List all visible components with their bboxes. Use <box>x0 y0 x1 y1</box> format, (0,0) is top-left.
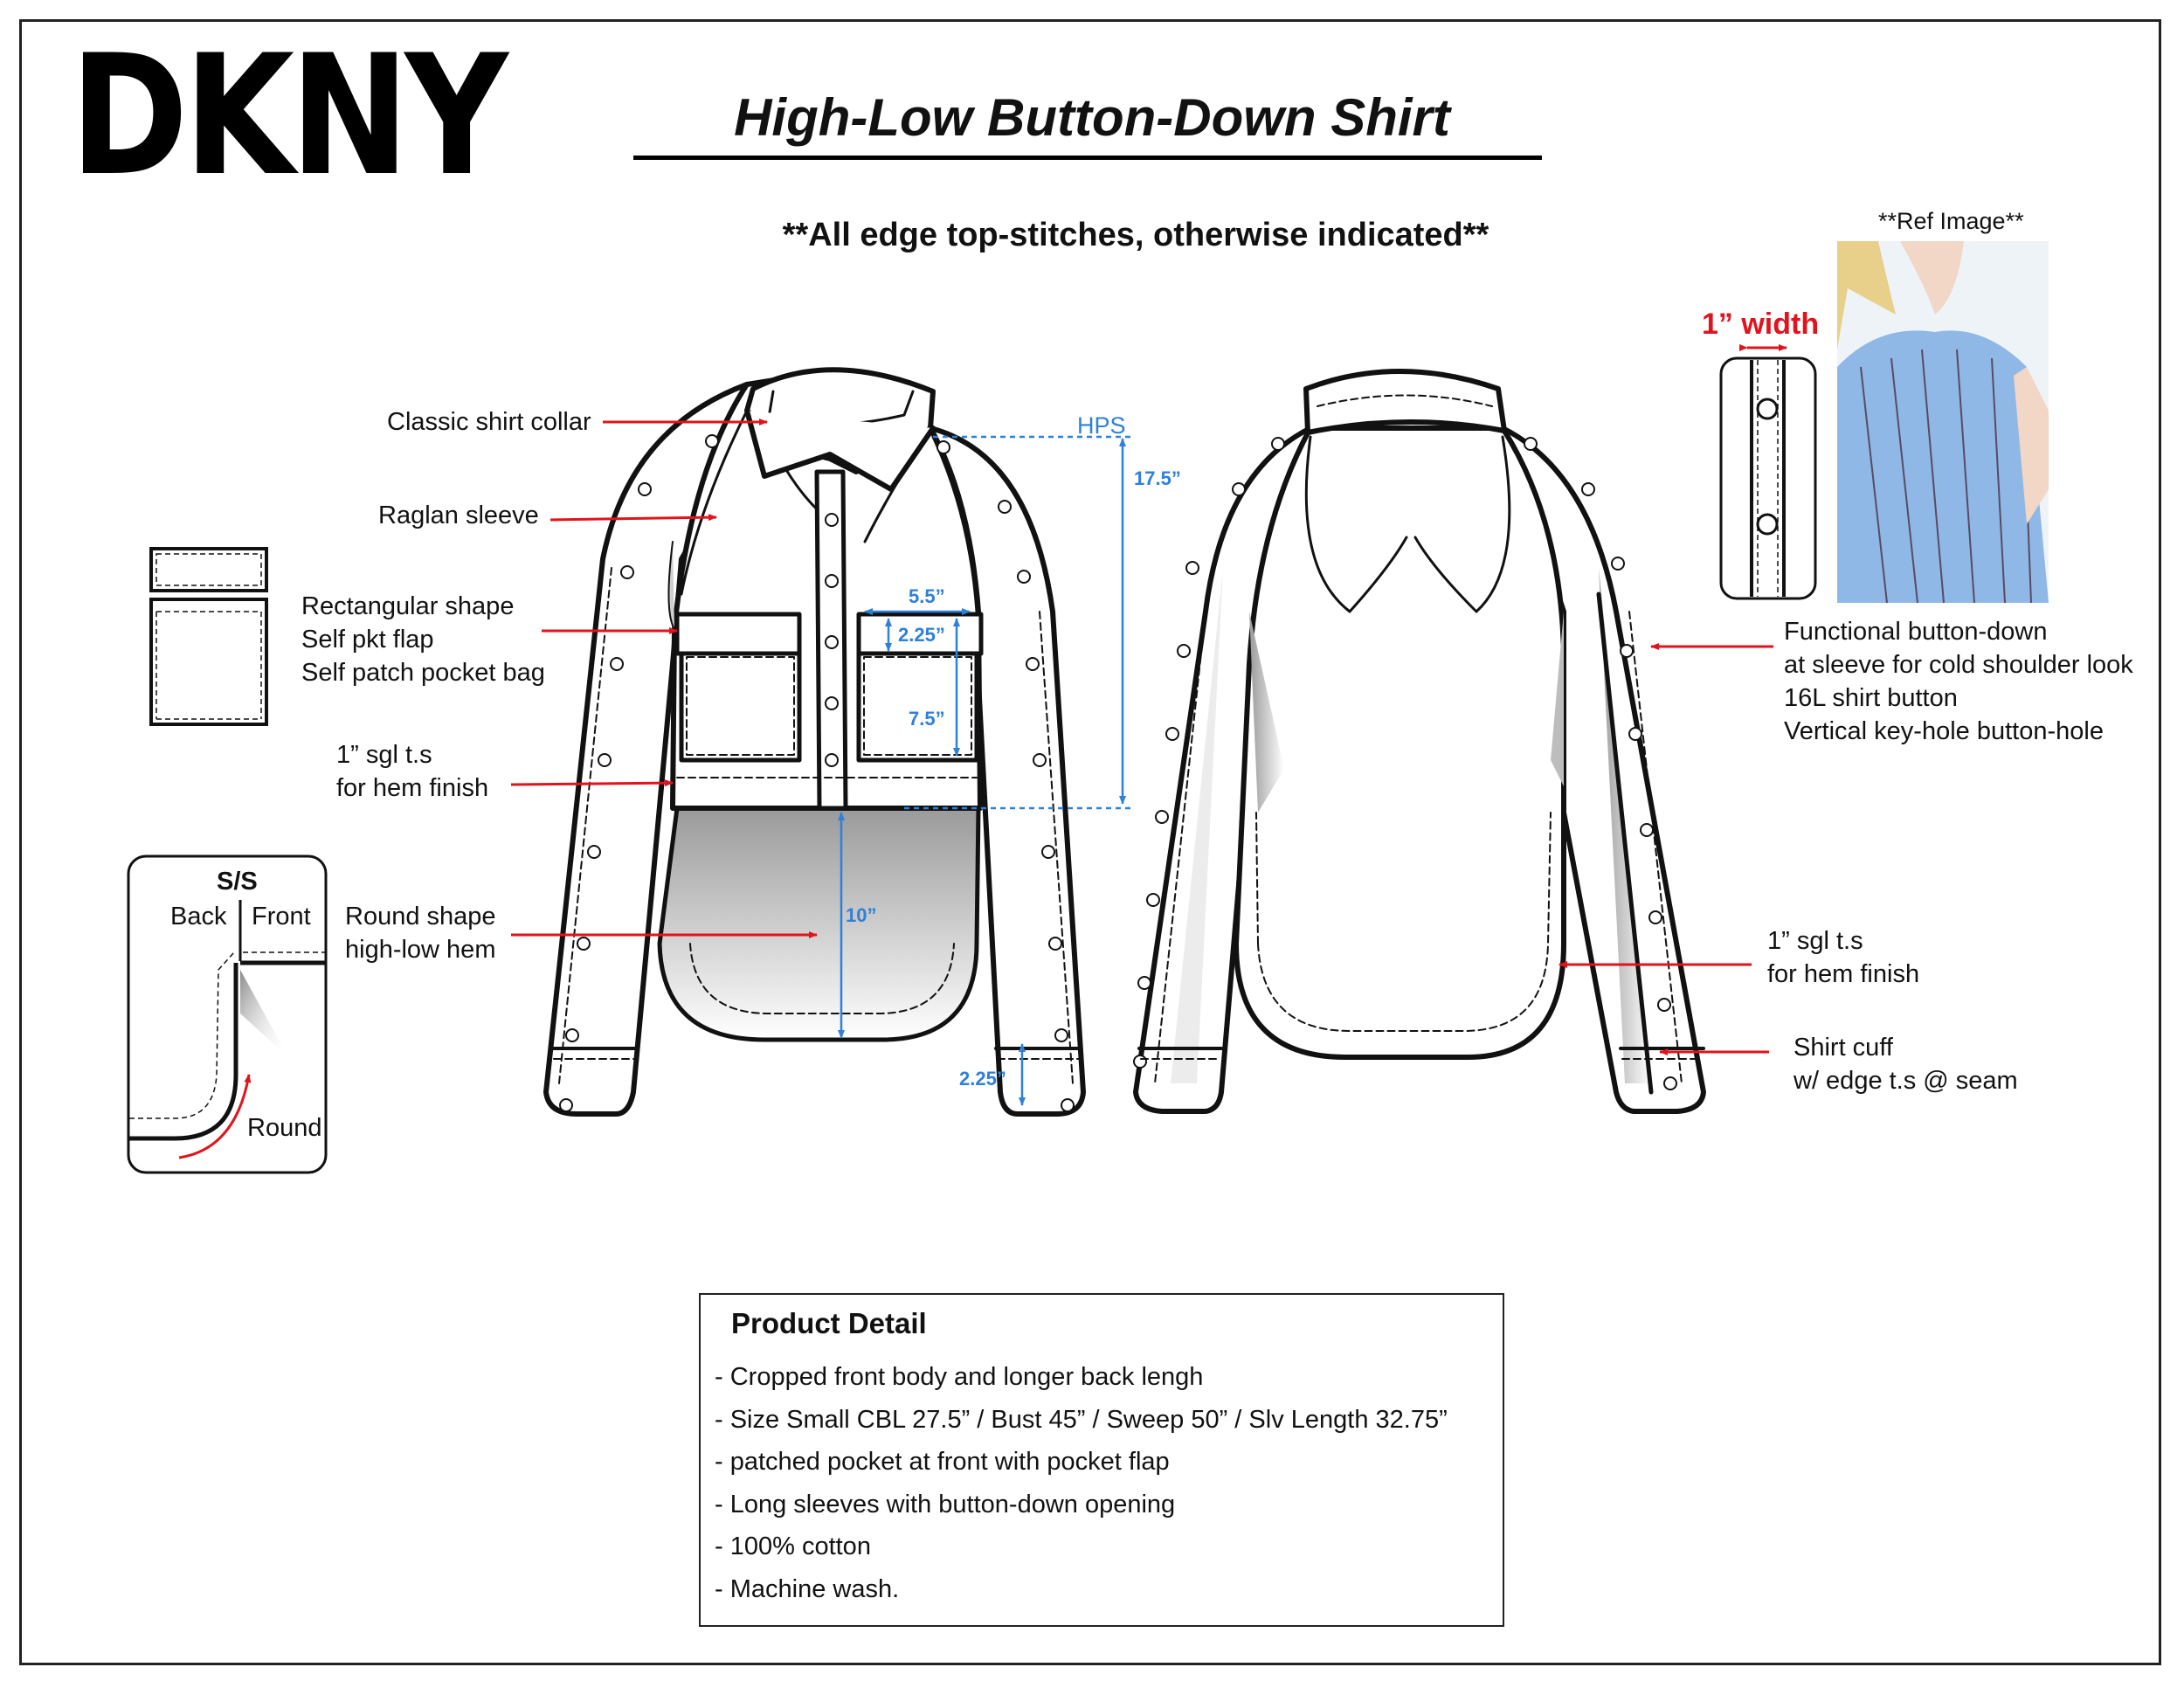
reference-photo <box>1837 241 2049 604</box>
placket-width-label: 1” width <box>1702 308 1820 341</box>
callout-round-hem: Round shape high-low hem <box>345 900 496 966</box>
front-view <box>543 367 1086 1117</box>
front-view-back-hem-panel <box>657 806 981 1042</box>
callout-pocket-line: Rectangular shape <box>301 592 515 620</box>
measure-pocket-width: 5.5” <box>909 585 945 607</box>
title-underline <box>633 156 1542 160</box>
front-view-right-flap <box>856 612 984 656</box>
side-seam-front-label: Front <box>252 903 311 930</box>
back-view <box>1133 369 1706 1114</box>
callout-hem-front-line: for hem finish <box>336 774 489 802</box>
callout-hem-front: 1” sgl t.s for hem finish <box>336 738 488 805</box>
placket-width-detail <box>1719 344 1817 600</box>
page-title: High-Low Button-Down Shirt <box>734 88 1450 147</box>
callout-sleeve-button-line: at sleeve for cold shoulder look <box>1784 651 2133 679</box>
callout-hem-back-line: for hem finish <box>1767 960 1920 988</box>
front-view-back-hem-stitch <box>689 943 955 1014</box>
callout-collar: Classic shirt collar <box>387 408 591 436</box>
back-view-body <box>1234 425 1566 1060</box>
product-detail-list: - Cropped front body and longer back len… <box>715 1356 1448 1610</box>
callout-cuff-line: w/ edge t.s @ seam <box>1794 1067 2018 1095</box>
product-detail-heading: Product Detail <box>731 1307 927 1339</box>
list-item: - Long sleeves with button-down opening <box>715 1490 1176 1519</box>
product-detail-box: Product Detail - Cropped front body and … <box>699 1293 1504 1627</box>
front-view-left-sleeve <box>543 382 750 1117</box>
measure-pocket-height: 7.5” <box>909 708 945 730</box>
callout-round-hem-line: high-low hem <box>345 936 496 964</box>
callout-sleeve-button-line: 16L shirt button <box>1784 684 1958 712</box>
callout-sleeve-button: Functional button-down at sleeve for col… <box>1784 615 2133 748</box>
measure-hps: HPS <box>1077 412 1126 439</box>
callout-sleeve-button-line: Functional button-down <box>1784 618 2048 646</box>
side-seam-back-label: Back <box>170 903 227 930</box>
side-seam-detail-box <box>127 854 328 1174</box>
back-view-left-sleeve <box>1133 425 1313 1114</box>
stitch-note: **All edge top-stitches, otherwise indic… <box>782 217 1489 253</box>
callout-hem-back: 1” sgl t.s for hem finish <box>1767 924 1919 991</box>
page-border <box>19 19 2161 1665</box>
measure-flap-height: 2.25” <box>898 624 945 646</box>
callout-pocket-line: Self pkt flap <box>301 626 434 654</box>
callout-hem-front-line: 1” sgl t.s <box>336 741 432 769</box>
front-view-left-flap <box>674 612 802 656</box>
front-view-right-sleeve <box>928 425 1086 1117</box>
list-item: - patched pocket at front with pocket fl… <box>715 1448 1170 1476</box>
back-view-collar <box>1303 369 1507 435</box>
side-seam-heading: S/S <box>217 868 258 896</box>
callout-raglan: Raglan sleeve <box>378 502 539 529</box>
callout-arrows <box>510 419 1773 1055</box>
ref-image-label: **Ref Image** <box>1878 208 2024 234</box>
measurement-lines <box>838 435 1131 1106</box>
list-item: - 100% cotton <box>715 1532 871 1560</box>
callout-round-hem-line: Round shape <box>345 903 496 930</box>
measure-cuff-height: 2.25” <box>959 1068 1006 1090</box>
list-item: - Size Small CBL 27.5” / Bust 45” / Swee… <box>715 1405 1448 1434</box>
callout-pocket: Rectangular shape Self pkt flap Self pat… <box>301 590 545 689</box>
callout-cuff-line: Shirt cuff <box>1794 1034 1893 1062</box>
callout-hem-back-line: 1” sgl t.s <box>1767 927 1863 955</box>
pocket-detail <box>149 547 268 726</box>
list-item: - Cropped front body and longer back len… <box>715 1363 1204 1391</box>
list-item: - Machine wash. <box>715 1574 900 1603</box>
measure-hps-to-hem: 17.5” <box>1134 467 1181 489</box>
callout-sleeve-button-line: Vertical key-hole button-hole <box>1784 717 2104 745</box>
brand-logo: DKNY <box>70 19 508 212</box>
callout-cuff: Shirt cuff w/ edge t.s @ seam <box>1794 1031 2018 1097</box>
back-view-right-sleeve <box>1500 425 1706 1114</box>
side-seam-round-label: Round <box>247 1114 322 1142</box>
measure-high-low-drop: 10” <box>846 904 877 926</box>
callout-pocket-line: Self patch pocket bag <box>301 659 545 687</box>
back-view-hem-stitch <box>1257 812 1552 1032</box>
